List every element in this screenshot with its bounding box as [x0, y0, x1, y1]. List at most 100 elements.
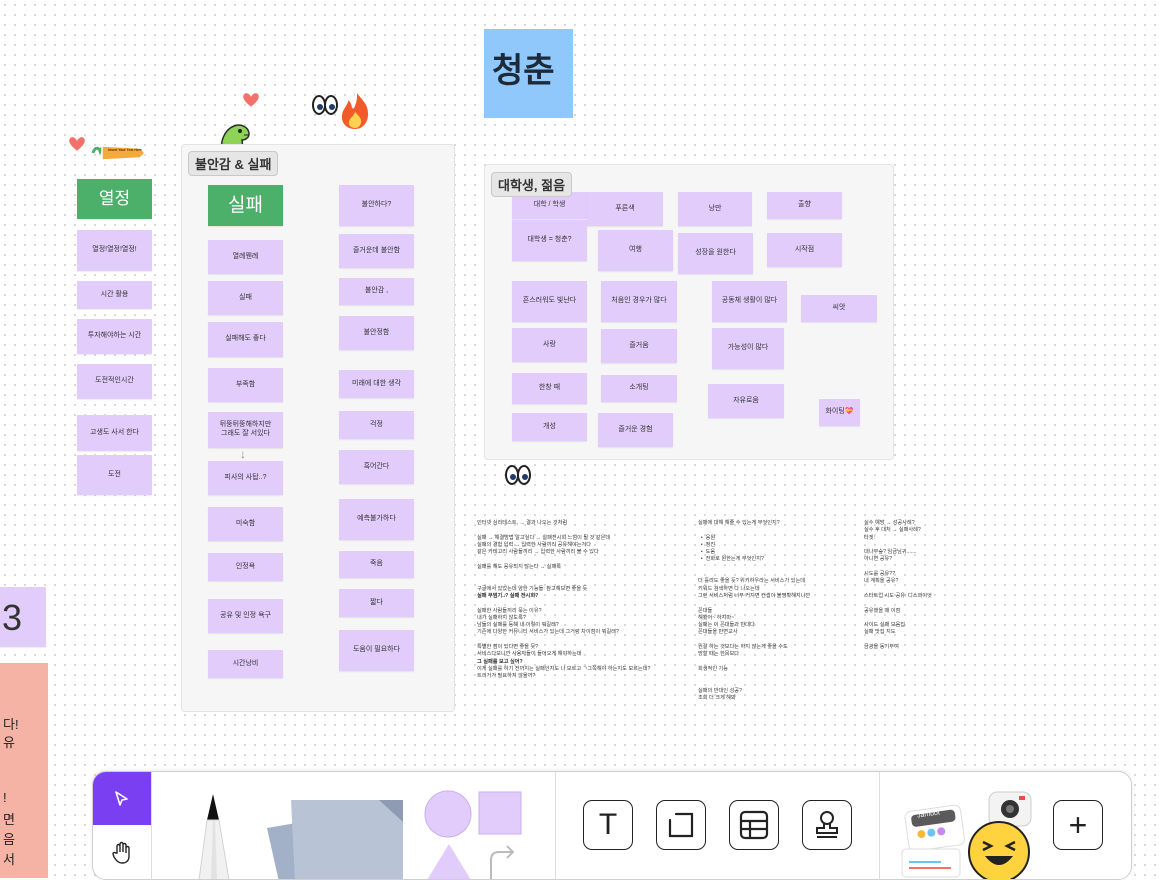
youth-note[interactable]: 즐거움 [601, 329, 677, 363]
hand-tool-button[interactable] [93, 826, 151, 879]
note-line: 꼰대들 [698, 607, 713, 614]
youth-note[interactable]: 여행 [598, 230, 673, 271]
note-line: 실패의 반대인 성공? [698, 687, 742, 694]
passion-note[interactable]: 투자해야하는 시간 [77, 319, 152, 354]
failure-note[interactable]: 실패해도 좋다 [208, 322, 283, 357]
youth-note[interactable]: 자유로움 [708, 384, 784, 418]
youth-note[interactable]: 대학생 = 청춘? [512, 220, 587, 261]
anxiety-note[interactable]: 걱정 [339, 411, 414, 439]
failure-note[interactable]: 미숙함 [208, 507, 283, 541]
anxiety-note[interactable]: 죽음 [339, 551, 414, 578]
anxiety-note[interactable]: 불안하다? [339, 185, 414, 226]
failure-note[interactable]: 부족함 [208, 368, 283, 402]
eyes-sticker[interactable] [504, 464, 532, 491]
anxiety-note[interactable]: 도움이 필요하다 [339, 630, 414, 671]
anxiety-note[interactable]: 짧다 [339, 589, 414, 617]
youth-note[interactable]: 성장을 원한다 [678, 233, 753, 274]
title-sticky-note[interactable]: 청춘 [484, 29, 573, 118]
youth-note[interactable]: 소개팅 [601, 375, 677, 402]
note-line [477, 571, 692, 578]
youth-note[interactable]: 가능성이 많다 [712, 328, 784, 369]
passion-header-note[interactable]: 열정 [77, 179, 152, 219]
note-line: 조회 더 크게 해봐 [698, 695, 736, 702]
note-line: 실패 → 해결방법 알고싶다 → 실패전시회 느낌이 될 것 같은데 [477, 534, 611, 541]
youth-frame-label[interactable]: 대학생, 젊음 [491, 172, 573, 197]
failure-note[interactable]: 실패 [208, 281, 283, 315]
failure-note[interactable]: 공유 및 인정 욕구 [208, 599, 283, 633]
youth-note[interactable]: 푸른색 [587, 192, 663, 226]
fire-sticker[interactable] [336, 86, 374, 137]
note-line: 사이드 실패 모음집 [864, 622, 906, 629]
youth-note[interactable]: 낭만 [678, 192, 752, 226]
anxiety-note[interactable]: 흑어간다 [339, 450, 414, 484]
templates-button[interactable]: Jambot [901, 786, 1041, 879]
note-line: 타겟: [864, 534, 875, 541]
partial-sticky-note[interactable]: 3 [0, 587, 46, 647]
youth-note[interactable]: 씨앗 [801, 295, 877, 322]
note-line: 실패 무덤기..? 실패 전시회? [477, 592, 539, 599]
note-line: 시도를 공유?? [864, 571, 896, 578]
anxiety-note[interactable]: 불안감 , [339, 278, 414, 305]
passion-note[interactable]: 시간 활용 [77, 281, 152, 309]
notes-text-block[interactable]: 실수 예방 → 성공사례?실수 후 대처 → 실패사례?타겟:대나무숲? 임금님… [864, 520, 984, 651]
passion-note[interactable]: 고생도 사서 한다 [77, 415, 152, 451]
failure-frame-label[interactable]: 불안감 & 실패 [188, 151, 279, 176]
youth-note[interactable]: 사랑 [512, 328, 587, 362]
note-line: • 정진 [698, 541, 716, 548]
failure-note[interactable]: 열례뭰례 [208, 240, 283, 274]
youth-note[interactable]: 시작점 [767, 233, 842, 267]
failure-note[interactable]: 시간낭비 [208, 650, 283, 678]
note-line: 스타트업 시도 공유: 디스콰이엇 [864, 592, 932, 599]
heart-sticker[interactable] [66, 134, 88, 159]
heart-sticker[interactable] [240, 90, 262, 115]
select-tool-button[interactable] [93, 772, 151, 825]
frame-tool-button[interactable] [656, 800, 706, 850]
note-line [698, 600, 848, 607]
failure-note[interactable]: 인정욕 [208, 553, 283, 581]
carrot-sticker-text: Insert Your Text Here [108, 148, 142, 152]
notes-text-block[interactable]: 실패에 대해 해줄 수 있는게 무엇인지? • 응원 • 정진 • 도움 • 전… [698, 520, 848, 702]
youth-note[interactable]: 한창 때 [512, 373, 587, 404]
frame-icon [668, 812, 694, 838]
note-line: 서비스다보니깐 사용자들이 들어오게 해야하는데 [477, 651, 582, 658]
salmon-note-line: 음 [3, 832, 15, 847]
anxiety-note[interactable]: 즐거운데 불안함 [339, 234, 414, 268]
passion-note[interactable]: 열정!열정!열정! [77, 230, 152, 271]
note-line [864, 600, 984, 607]
failure-note[interactable]: 피사의 사탑..? [208, 461, 283, 495]
sticky-notes-icon [267, 800, 403, 879]
note-line [698, 681, 848, 688]
youth-note[interactable]: 즐거운 경험 [598, 413, 673, 447]
shape-tool[interactable] [423, 788, 523, 879]
failure-note[interactable]: 뒤뚱뒤뚱해하지만 그래도 잘 서있다 [208, 412, 283, 448]
salmon-sticky-note[interactable]: 다! 유 ! 면 음 서 [0, 663, 48, 878]
failure-header-note[interactable]: 실패 [208, 185, 283, 226]
youth-note[interactable]: 출향 [767, 192, 842, 219]
note-line: 공유했을 때 이점 [864, 607, 901, 614]
youth-note[interactable]: 화이팅💝 [819, 399, 860, 426]
note-line [477, 600, 692, 607]
youth-note[interactable]: 공동체 생활이 많다 [712, 281, 787, 322]
anxiety-note[interactable]: 예측불가하다 [339, 499, 414, 540]
note-line: 기존에 다양한 커뮤니티 서비스가 있는데 그거랑 차이점이 뭐길래? [477, 629, 619, 636]
stamp-tool-button[interactable] [802, 800, 852, 850]
note-line: • 응원 [698, 534, 716, 541]
carrot-text-sticker[interactable]: Insert Your Text Here [90, 142, 147, 169]
pen-tool[interactable] [189, 790, 239, 879]
anxiety-note[interactable]: 불안정함 [339, 316, 414, 350]
text-tool-button[interactable]: T [583, 800, 633, 850]
passion-note[interactable]: 도전 [77, 455, 152, 495]
youth-note[interactable]: 개성 [512, 413, 587, 441]
eyes-sticker[interactable] [311, 94, 339, 121]
youth-note[interactable]: 처음인 경우가 많다 [601, 281, 677, 322]
anxiety-note[interactable]: 미래에 대한 생각 [339, 370, 414, 398]
text-icon: T [598, 808, 618, 841]
passion-note[interactable]: 도전적인시간 [77, 364, 152, 399]
note-line: 실패한 사람들끼리 묶는 이유? [477, 607, 542, 614]
add-tool-button[interactable]: + [1053, 800, 1103, 850]
sticky-note-tool[interactable] [261, 792, 407, 879]
stamp-icon [816, 811, 838, 838]
table-tool-button[interactable] [729, 800, 779, 850]
youth-note[interactable]: 흔스러워도 빛난다 [512, 281, 587, 322]
